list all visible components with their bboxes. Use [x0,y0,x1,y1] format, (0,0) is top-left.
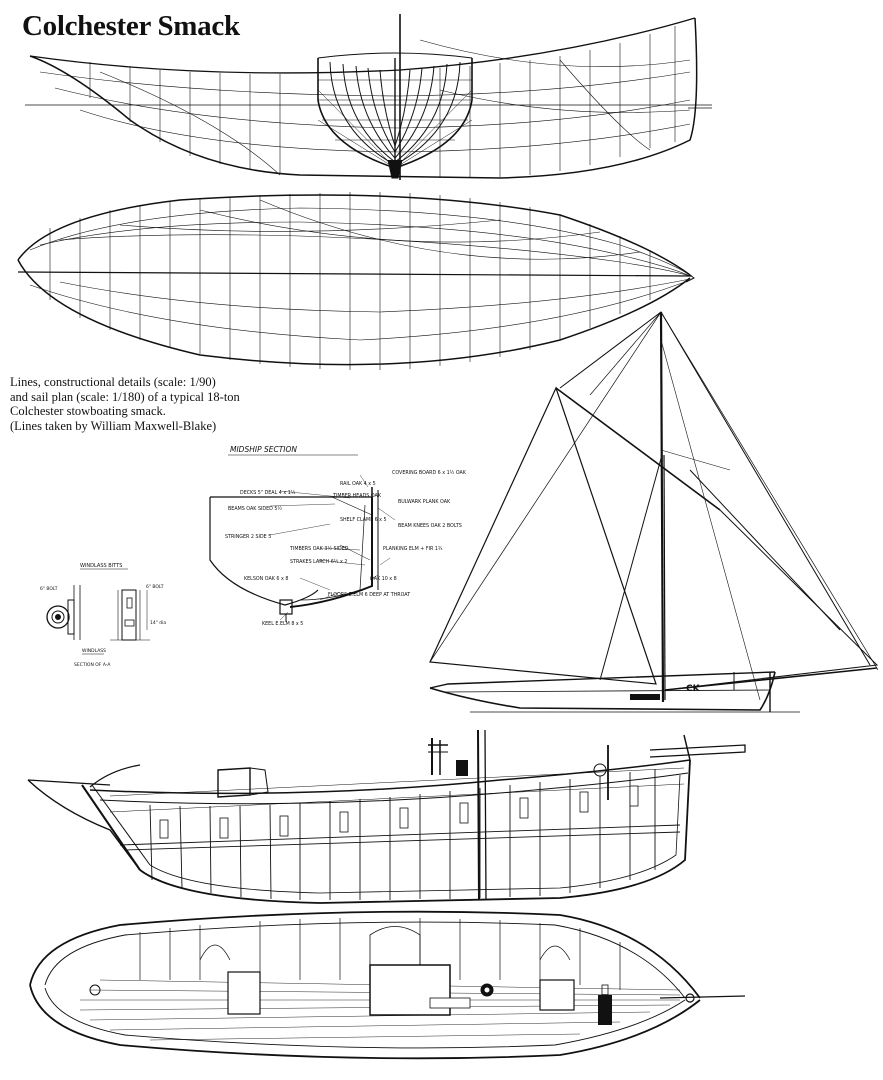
midship-label: FLOORS E.ELM 6 DEEP AT THROAT [328,592,410,598]
sheer-plan [25,14,712,180]
windlass-bitts-label: WINDLASS BITTS [80,563,122,569]
half-breadth-plan [17,192,695,370]
midship-label: DECKS 5" DEAL 4 x 1½ [240,489,296,496]
windlass-section-sub: SECTION OF A-A [74,662,111,668]
midship-label: TIMBER HEADS OAK [332,493,382,499]
caption-line: Colchester stowboating smack. [10,404,166,418]
midship-label: STRINGER 2 SIDE 5 [225,534,271,540]
midship-label: TIMBERS OAK 3½ SIDED [289,545,349,552]
midship-section: MIDSHIP SECTION [209,445,467,627]
midship-label: PLANKING ELM + FIR 1¾ [383,546,443,552]
deck-plan [29,910,746,1060]
midship-label: RAIL OAK 4 x 5 [340,481,376,487]
drawing-caption: Lines, constructional details (scale: 1/… [10,375,240,433]
midship-heading: MIDSHIP SECTION [230,445,297,454]
midship-label: KELSON OAK 6 x 8 [244,576,288,582]
windlass-dim-label: 6" BOLT [40,586,58,592]
windlass-dim-label: 14" dia [150,620,166,626]
midship-label: STRAKES LARCH 6½ x 2 [290,558,347,565]
caption-line: Lines, constructional details (scale: 1/… [10,375,216,389]
caption-line: (Lines taken by William Maxwell-Blake) [10,418,217,433]
caption-line: and sail plan (scale: 1/180) of a typica… [10,389,240,404]
hull-mark: CK [686,684,701,694]
midship-label: OAK 10 x 8 [370,576,397,582]
page-title: Colchester Smack [22,10,240,42]
midship-label: COVERING BOARD 6 x 1½ OAK [392,469,467,476]
windlass-section-label: WINDLASS [82,648,106,654]
construction-profile [27,729,746,904]
midship-label: BEAM KNEES OAK 2 BOLTS [398,523,462,529]
midship-label: KEEL E.ELM 8 x 5 [262,621,303,627]
windlass-details: WINDLASS BITTS 6" BOLT 6" BOLT 14" dia W… [40,563,166,668]
midship-label: SHELF CLAMP 6 x 5 [340,517,387,523]
midship-label: BULWARK PLANK OAK [398,499,451,505]
sail-plan: CK [429,311,879,713]
windlass-dim-label: 6" BOLT [146,584,164,590]
midship-label: BEAMS OAK SIDED 5½ [228,505,282,512]
